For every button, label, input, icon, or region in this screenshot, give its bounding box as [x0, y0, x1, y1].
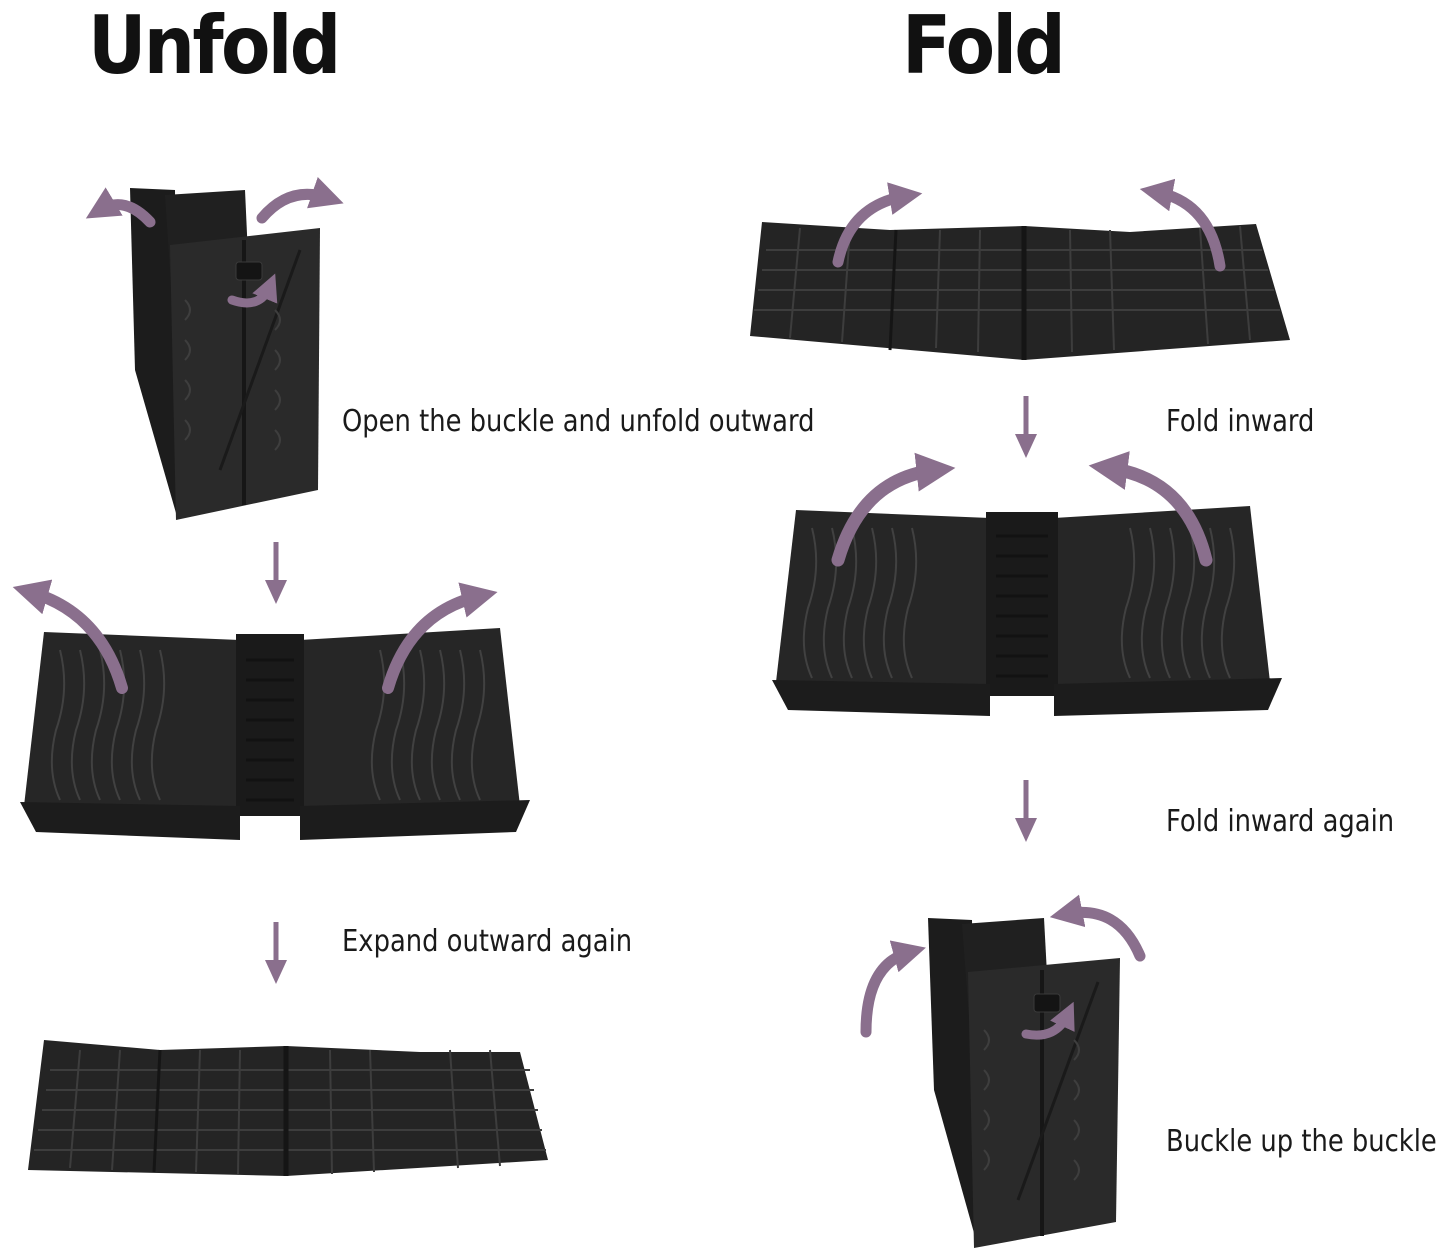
unfold-outward-arrow-right — [262, 194, 328, 218]
half-unfolded-ramp-unfold — [20, 592, 530, 840]
fold-close-arrow-right — [1066, 912, 1140, 956]
fully-unfolded-ramp — [28, 1040, 548, 1176]
down-arrow-fold-1 — [1015, 396, 1037, 458]
folded-ramp-fold-end — [866, 912, 1140, 1248]
down-arrow-fold-2 — [1015, 780, 1037, 842]
fold-step-1-label: Fold inward — [1166, 402, 1314, 442]
down-arrow-unfold-1 — [265, 542, 287, 604]
unfold-step-1-label: Open the buckle and unfold outward — [342, 402, 815, 442]
fold-step-3-label: Buckle up the buckle — [1166, 1122, 1437, 1162]
unfold-step-2-label: Expand outward again — [342, 922, 632, 962]
folded-ramp-unfold-start — [100, 188, 328, 520]
half-folded-ramp-fold — [772, 468, 1282, 716]
fully-unfolded-ramp-fold-start — [750, 192, 1290, 360]
fold-step-2-label: Fold inward again — [1166, 802, 1394, 842]
down-arrow-unfold-2 — [265, 922, 287, 984]
fold-close-arrow-left — [866, 952, 910, 1032]
